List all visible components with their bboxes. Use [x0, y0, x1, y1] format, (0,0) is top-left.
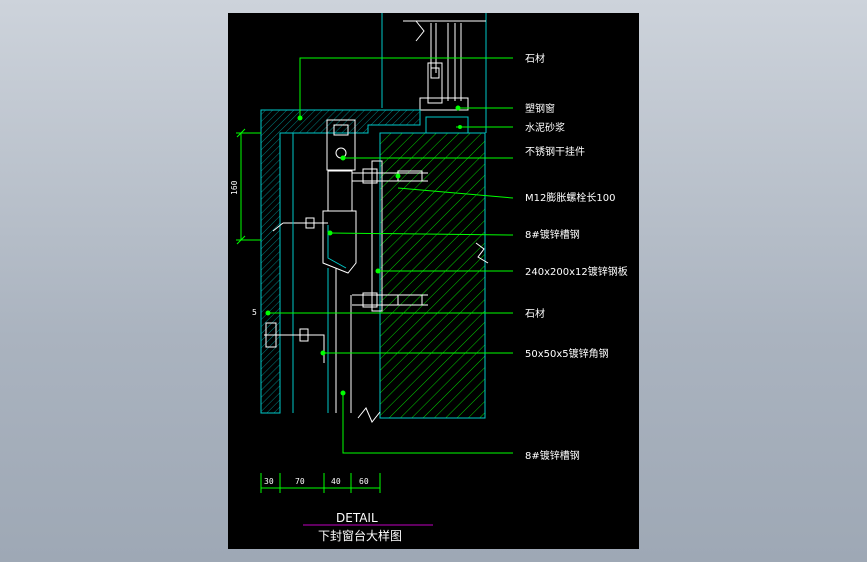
- title-detail: DETAIL: [336, 511, 378, 525]
- leader-lines: [268, 57, 514, 454]
- cad-drawing-sheet: 160 5 30 70 40 60 石材 塑钢窗 水泥砂浆 不锈钢干挂件 M12…: [228, 13, 639, 549]
- dimension-60: 60: [359, 477, 369, 486]
- dimension-160: 160: [230, 180, 239, 195]
- label-channel-steel: 8#镀锌槽钢: [525, 228, 580, 241]
- detail-drawing: 160 5 30 70 40 60 石材 塑钢窗 水泥砂浆 不锈钢干挂件 M12…: [230, 13, 628, 543]
- label-cement-mortar: 水泥砂浆: [525, 121, 565, 134]
- dimension-5: 5: [252, 308, 257, 317]
- label-stone-top: 石材: [525, 52, 545, 65]
- label-plastic-steel-window: 塑钢窗: [525, 102, 555, 115]
- dimension-horizontal: [260, 473, 381, 493]
- label-angle-steel: 50x50x5镀锌角钢: [525, 347, 609, 360]
- stone-cap: [260, 109, 421, 414]
- label-channel-steel-bottom: 8#镀锌槽钢: [525, 449, 580, 462]
- dimension-vertical: [236, 128, 261, 245]
- leader-dots: [265, 105, 461, 396]
- dimension-70: 70: [295, 477, 305, 486]
- title-caption: 下封窗台大样图: [318, 528, 402, 543]
- label-stainless-hanger: 不锈钢干挂件: [525, 145, 585, 158]
- window-sill: [419, 97, 469, 134]
- label-expansion-bolt: M12膨胀螺栓长100: [525, 191, 615, 204]
- dimension-30: 30: [264, 477, 274, 486]
- dimension-40: 40: [331, 477, 341, 486]
- label-stone-mid: 石材: [525, 307, 545, 320]
- label-steel-plate: 240x200x12镀锌钢板: [525, 265, 628, 278]
- window-frame: [381, 13, 487, 133]
- steel-fittings: [264, 119, 428, 413]
